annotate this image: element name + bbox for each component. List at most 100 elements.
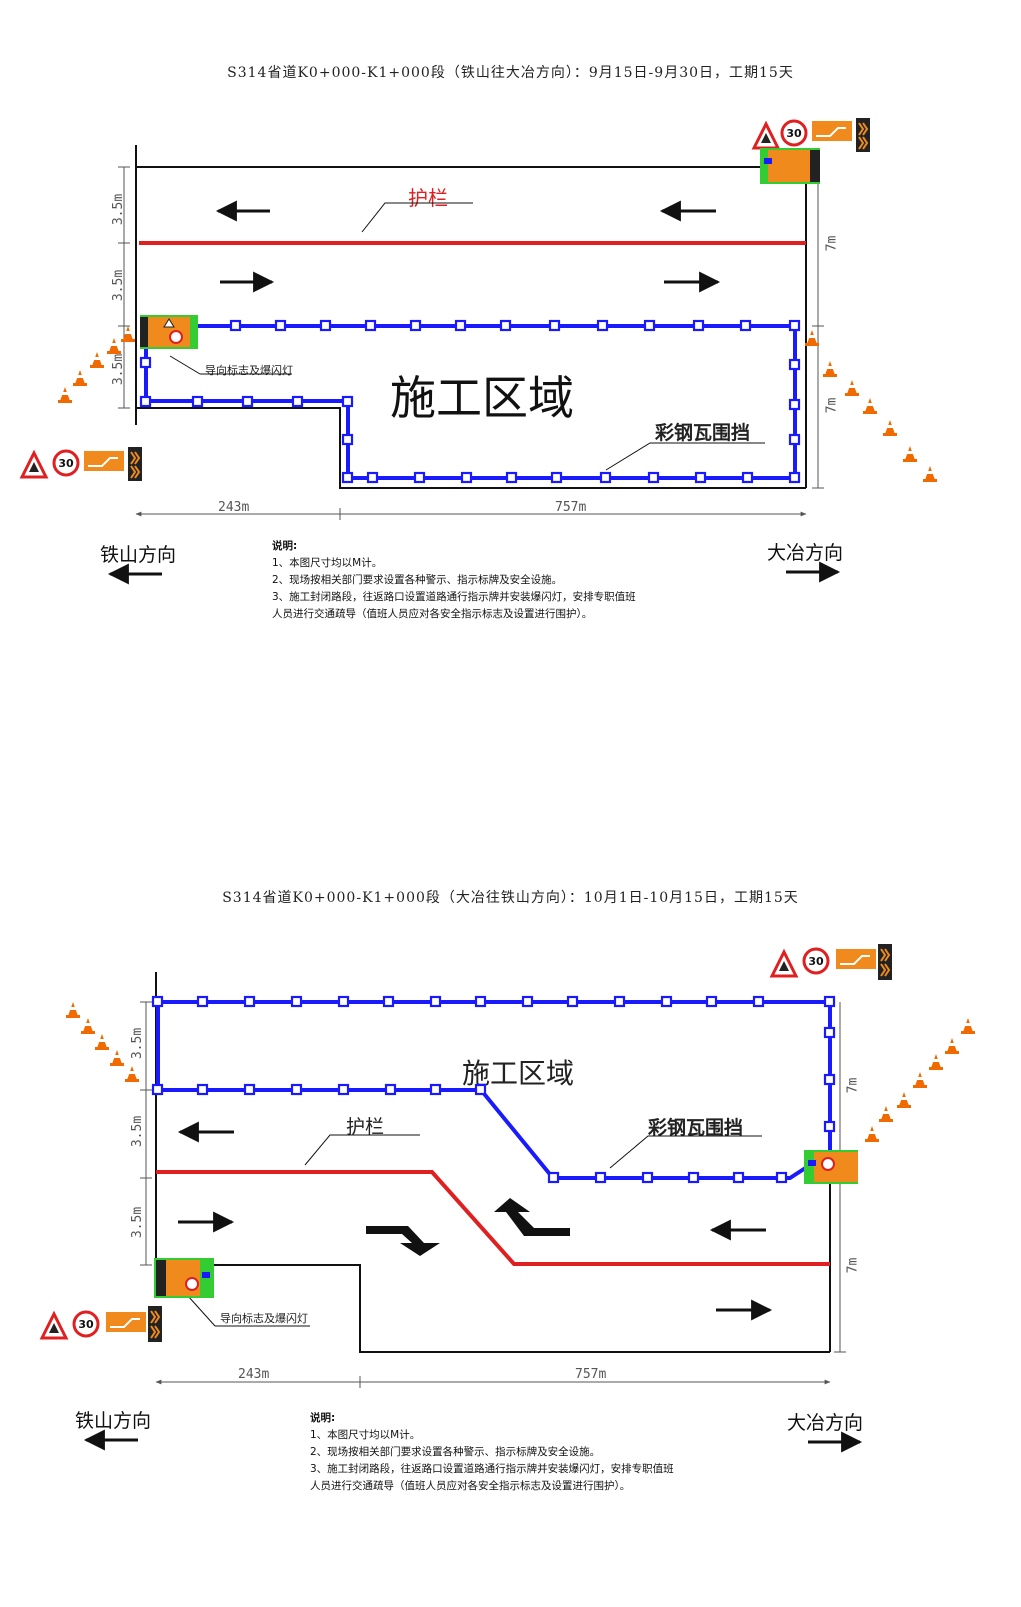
road-work-triangle-icon — [769, 948, 799, 978]
svg-text:30: 30 — [786, 127, 802, 140]
panel2-cones-right — [865, 1018, 975, 1142]
panel2-diversion-arrows — [366, 1198, 570, 1256]
panel2-road — [155, 972, 831, 1353]
speed-limit-icon — [821, 1157, 835, 1171]
lane-shift-arrow-icon — [836, 949, 876, 969]
panel2-note-4: 人员进行交通疏导（值班人员应对各安全指示标志及设置进行围护）。 — [310, 1480, 631, 1492]
panel1-guide-board-left — [140, 315, 198, 349]
panel1-cones-right — [805, 330, 937, 482]
road-work-triangle-icon — [751, 120, 781, 150]
panel2-guardrail-label: 护栏 — [346, 1116, 385, 1138]
speed-limit-icon — [185, 1277, 199, 1291]
panel1-cones-left — [58, 326, 135, 403]
panel2-guardrail-leader — [304, 1134, 420, 1166]
panel1-fence-leader — [605, 442, 765, 471]
panel2-warning-signs-bottom: 30 — [39, 1306, 162, 1342]
traffic-cone-icon — [66, 1002, 80, 1018]
panel1-guide-board-right — [760, 148, 820, 184]
traffic-cone-icon — [110, 1050, 124, 1066]
panel2-guide-board-left — [154, 1258, 214, 1298]
panel2-traffic-arrows — [177, 1121, 773, 1321]
chevron-icon — [148, 1306, 162, 1342]
panel1-notes-title: 说明: — [272, 540, 298, 552]
traffic-cone-icon — [865, 1126, 879, 1142]
panel1-dir-right: 大冶方向 — [767, 542, 844, 564]
panel2-sign-leader — [187, 1295, 216, 1327]
panel2-title: S314省道K0+000-K1+000段（大冶往铁山方向）：10月1日-10月1… — [222, 890, 799, 906]
panel2-dim-left: 243m — [238, 1367, 270, 1382]
road-work-triangle-icon — [19, 449, 49, 479]
panel1-note-4: 人员进行交通疏导（值班人员应对各安全指示标志及设置进行围护）。 — [272, 608, 593, 620]
lane-shift-arrow-icon — [812, 121, 852, 141]
panel2-warning-signs-top: 30 — [769, 944, 892, 980]
panel1-title: S314省道K0+000-K1+000段（铁山往大冶方向）：9月15日-9月30… — [227, 65, 794, 81]
traffic-cone-icon — [58, 387, 72, 403]
panel1-guardrail-label: 护栏 — [408, 186, 448, 210]
panel2-notes: 说明: 1、本图尺寸均以M计。 2、现场按相关部门要求设置各种警示、指示标牌及安… — [310, 1410, 674, 1495]
panel1-traffic-arrows — [215, 200, 721, 293]
speed-limit-icon: 30 — [802, 947, 830, 975]
traffic-cone-icon — [107, 338, 121, 354]
traffic-cone-icon — [81, 1018, 95, 1034]
svg-text:30: 30 — [78, 1318, 94, 1331]
svg-text:30: 30 — [58, 457, 74, 470]
panel2-note-1: 1、本图尺寸均以M计。 — [310, 1429, 421, 1441]
panel2-guardrail — [156, 1170, 830, 1266]
chevron-icon — [878, 944, 892, 980]
traffic-cone-icon — [805, 330, 819, 346]
panel2-fence — [151, 995, 836, 1184]
traffic-cone-icon — [929, 1054, 943, 1070]
lane-shift-arrow-icon — [84, 451, 124, 471]
panel1-fence-posts — [139, 319, 801, 484]
traffic-cone-icon — [90, 352, 104, 368]
traffic-cone-icon — [879, 1106, 893, 1122]
panel1-note-3: 3、施工封闭路段，往返路口设置道路通行指示牌并安装爆闪灯，安排专职值班 — [272, 591, 636, 603]
speed-limit-icon: 30 — [52, 449, 80, 477]
panel1-dim-right: 757m — [555, 500, 587, 515]
traffic-cone-icon — [883, 420, 897, 436]
speed-limit-icon: 30 — [780, 119, 808, 147]
panel1-zone-label: 施工区域 — [390, 371, 574, 425]
panel1-notes: 说明: 1、本图尺寸均以M计。 2、现场按相关部门要求设置各种警示、指示标牌及安… — [272, 538, 636, 623]
traffic-cone-icon — [845, 380, 859, 396]
panel1-warning-signs-bottom: 30 — [19, 447, 142, 481]
traffic-cone-icon — [961, 1018, 975, 1034]
panel2-fence-leader — [609, 1135, 762, 1169]
diversion-arrow-down-icon — [366, 1226, 440, 1256]
panel1-fence-label: 彩钢瓦围挡 — [655, 422, 751, 444]
traffic-cone-icon — [945, 1038, 959, 1054]
panel2-dir-right: 大冶方向 — [787, 1412, 864, 1434]
speed-limit-icon — [169, 330, 183, 344]
panel2-guide-board-right — [804, 1150, 858, 1184]
traffic-cone-icon — [897, 1092, 911, 1108]
panel2-note-2: 2、现场按相关部门要求设置各种警示、指示标牌及安全设施。 — [310, 1446, 601, 1458]
panel2-fence-posts — [151, 995, 836, 1184]
traffic-cone-icon — [823, 361, 837, 377]
chevron-icon — [128, 447, 142, 481]
traffic-cone-icon — [73, 370, 87, 386]
panel2-sign-label: 导向标志及爆闪灯 — [220, 1312, 308, 1325]
svg-text:30: 30 — [808, 955, 824, 968]
traffic-cone-icon — [95, 1034, 109, 1050]
traffic-cone-icon — [903, 446, 917, 462]
panel2-cones-left — [66, 1002, 139, 1082]
road-work-triangle-icon — [39, 1310, 69, 1340]
panel1-note-1: 1、本图尺寸均以M计。 — [272, 557, 383, 569]
panel1-note-2: 2、现场按相关部门要求设置各种警示、指示标牌及安全设施。 — [272, 574, 563, 586]
speed-limit-icon: 30 — [72, 1310, 100, 1338]
panel1-fence — [139, 319, 801, 484]
panel1-dim-left: 243m — [218, 500, 250, 515]
panel2-note-3: 3、施工封闭路段，往返路口设置道路通行指示牌并安装爆闪灯，安排专职值班 — [310, 1463, 674, 1475]
traffic-cone-icon — [121, 326, 135, 342]
panel2-dim-right: 757m — [575, 1367, 607, 1382]
panel2-dimensions — [140, 1001, 846, 1388]
lane-shift-arrow-icon — [106, 1312, 146, 1332]
chevron-icon — [856, 118, 870, 152]
traffic-cone-icon — [923, 466, 937, 482]
panel1-warning-signs-top: 30 — [751, 118, 870, 152]
diversion-arrow-up-icon — [494, 1198, 570, 1236]
panel1-guardrail-leader — [361, 202, 473, 233]
panel1-sign-leader — [169, 355, 201, 375]
panel2-notes-title: 说明: — [310, 1412, 336, 1424]
